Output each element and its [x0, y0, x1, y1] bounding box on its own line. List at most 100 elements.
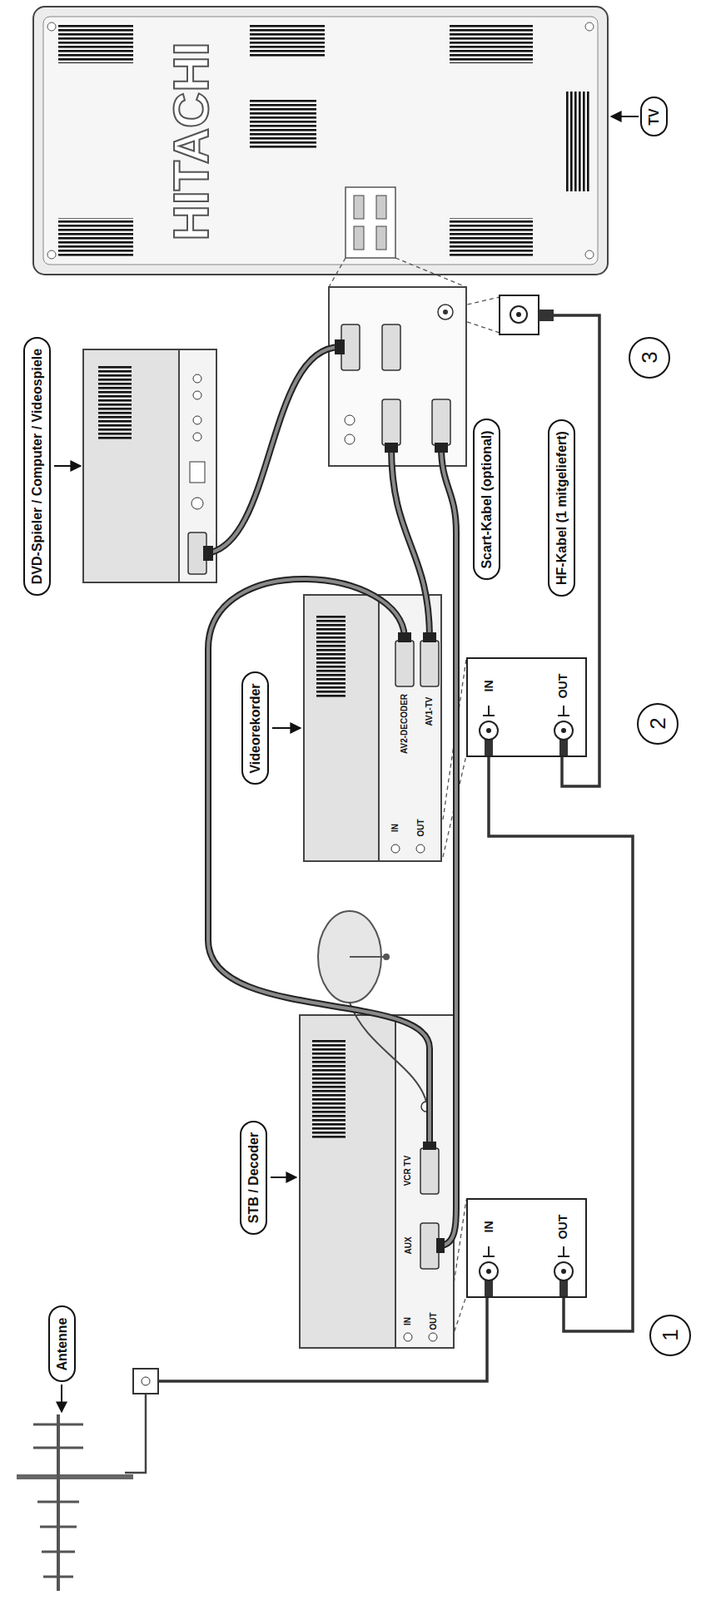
antenna [39, 1526, 77, 1530]
tv-arrow [611, 116, 639, 118]
antenna [124, 1395, 146, 1474]
scart-cable [203, 546, 214, 562]
socket-label: AV2-DECODER [399, 694, 410, 755]
pill-label: TV [646, 108, 662, 125]
antenna [16, 1369, 159, 1592]
callout-number: 3 [628, 337, 671, 379]
socket-label: OUT [415, 819, 426, 837]
pill-label: Videorekorder [247, 683, 264, 774]
coax-socket [479, 706, 498, 756]
callout-pill: Videorekorder [241, 671, 269, 786]
scart-cable [384, 442, 398, 453]
scart-cable [208, 579, 430, 1148]
scart-cable [422, 632, 437, 643]
callout-pill: STB / Decoder [239, 1121, 268, 1236]
video-recorder [378, 595, 442, 862]
tv-socket-panel [437, 304, 453, 320]
socket-label: OUT [556, 1214, 571, 1240]
scart-cable [422, 1142, 437, 1151]
antenna [33, 1447, 84, 1451]
tv-back [585, 22, 594, 31]
tv-back [43, 16, 598, 265]
set-top-box [420, 1223, 439, 1270]
tv-socket-panel [328, 287, 467, 467]
socket-label: OUT [556, 673, 571, 699]
leader-dashes [328, 258, 346, 288]
tv-back [249, 23, 325, 57]
callout-digit: 3 [636, 351, 662, 363]
satellite-dish [349, 956, 385, 959]
video-recorder [316, 616, 346, 700]
antenna-socket-3 [510, 306, 528, 324]
antenna [141, 1377, 150, 1387]
tv-back [585, 250, 594, 259]
callout-pill: DVD-Spieler / Computer / Videospiele [23, 337, 51, 597]
pill-label: Antenne [54, 1317, 70, 1372]
pill-label: Scart-Kabel (optional) [478, 430, 495, 569]
antenna [133, 1369, 159, 1395]
tv-socket-panel [344, 434, 355, 445]
callout-number: 2 [636, 703, 679, 746]
stb-arrow [270, 1177, 297, 1179]
dvd-player [193, 416, 202, 425]
pill-label: STB / Decoder [245, 1132, 262, 1224]
tv-back [449, 23, 533, 64]
tv-back [249, 99, 317, 150]
pill-label: HF-Kabel (1 mitgeliefert) [552, 431, 569, 586]
tv-socket-panel [442, 309, 448, 315]
video-recorder [395, 641, 414, 687]
tv-back [376, 195, 387, 219]
scart-cable [206, 347, 340, 554]
dvd-player [193, 432, 202, 442]
callout-number: 1 [649, 1315, 692, 1358]
tv-back [47, 250, 56, 259]
scart-cable [208, 579, 430, 1148]
pill-label: DVD-Spieler / Computer / Videospiele [29, 348, 45, 584]
antenna-socket-3 [516, 312, 522, 318]
hf-cable [158, 1298, 488, 1383]
scart-cable [397, 632, 412, 643]
set-top-box [403, 1333, 413, 1343]
callout-pill: TV [640, 96, 668, 137]
tv-back [564, 91, 592, 192]
socket-label: AUX [402, 1237, 413, 1255]
tv-back [353, 195, 364, 219]
tv-back [353, 226, 364, 250]
hf-cable [158, 1298, 488, 1383]
scart-cable [334, 339, 345, 355]
antenna-arrow [60, 1385, 63, 1413]
tv-socket-panel [344, 415, 355, 426]
socket-label: OUT [427, 1312, 438, 1331]
video-recorder [303, 595, 442, 862]
tv-back [58, 218, 134, 259]
antenna-arrow [61, 1385, 63, 1413]
vcr-arrow [272, 728, 301, 730]
tv-back [58, 23, 134, 64]
socket-panel: IN OUT [466, 1198, 587, 1299]
antenna-socket-3 [499, 295, 539, 335]
tv-socket-panel [328, 287, 467, 467]
tv-socket-panel [432, 399, 451, 446]
callout-digit: 1 [656, 1329, 683, 1342]
tv-back [376, 226, 387, 250]
tv-back [33, 6, 608, 275]
scart-cable [439, 447, 457, 1247]
dvd-player [83, 349, 179, 583]
socket-label: IN [482, 1221, 497, 1234]
satellite-dish [382, 954, 390, 961]
antenna-socket-3 [538, 309, 554, 322]
callout-pill: Antenne [48, 1306, 76, 1383]
antenna [16, 1475, 134, 1481]
tv-back [345, 187, 396, 259]
video-recorder [420, 641, 439, 687]
brand-logo: HITACHI [161, 42, 222, 242]
antenna [43, 1576, 74, 1580]
dvd-arrow [54, 465, 81, 468]
tv-arrow [611, 115, 639, 118]
set-top-box [428, 1333, 438, 1343]
coax-socket [479, 1247, 498, 1298]
dvd-player [98, 366, 132, 442]
coax-socket [554, 706, 573, 756]
